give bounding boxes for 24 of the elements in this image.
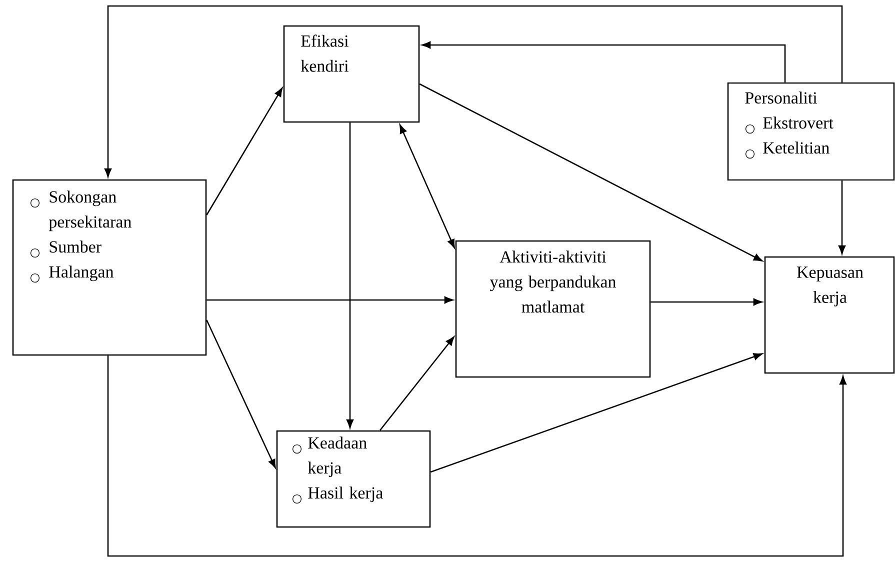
box-text: Ekstrovert xyxy=(763,116,834,129)
box-text: Kepuasan kerja xyxy=(796,266,864,306)
arrow xyxy=(399,124,455,248)
arrow xyxy=(206,320,276,468)
arrow xyxy=(206,88,283,216)
arrow xyxy=(104,5,843,178)
box-text: Personaliti xyxy=(745,92,818,104)
arrow xyxy=(838,180,846,254)
arrow xyxy=(650,298,762,306)
box-text: Sumber xyxy=(50,240,102,253)
arrow xyxy=(107,356,847,557)
box-text: Sokongan persekitaran xyxy=(48,190,132,232)
box-text: Keadaan kerja xyxy=(308,436,367,478)
arrow xyxy=(380,336,454,431)
box-text: Efikasi kendiri xyxy=(300,34,348,72)
arrow xyxy=(422,41,786,82)
arrow xyxy=(206,296,454,304)
box-text: Halangan xyxy=(49,266,114,282)
box-text: Ketelitian xyxy=(763,142,830,154)
arrow xyxy=(346,122,354,428)
arrow xyxy=(419,83,763,262)
arrow xyxy=(430,353,762,473)
box-text: Hasil kerja xyxy=(308,486,383,502)
box-text: Aktiviti-aktiviti yang berpandukan matlamat xyxy=(490,250,616,313)
